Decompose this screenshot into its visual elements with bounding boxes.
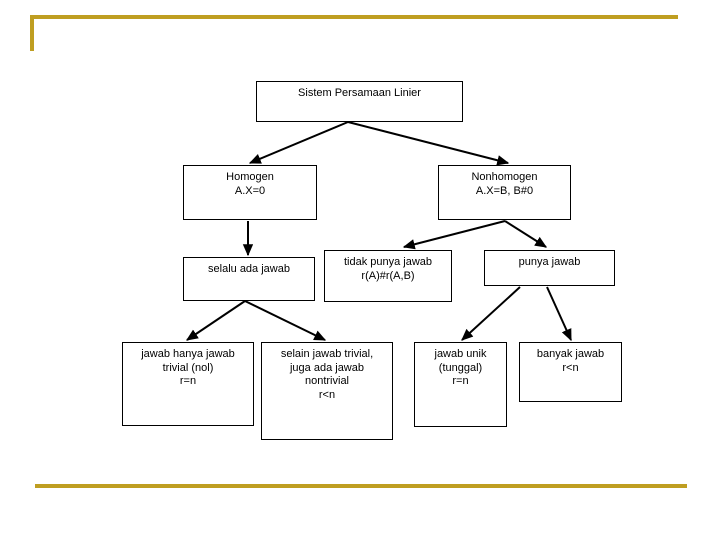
node-selain-jawab-trivial[interactable]: selain jawab trivial, juga ada jawab non… xyxy=(261,342,393,440)
edge-selalu-to-selain-trivial xyxy=(244,300,327,341)
node-homogen[interactable]: Homogen A.X=0 xyxy=(183,165,317,220)
node-nonhomogen[interactable]: Nonhomogen A.X=B, B#0 xyxy=(438,165,571,220)
node-jawab-hanya-trivial[interactable]: jawab hanya jawab trivial (nol) r=n xyxy=(122,342,254,426)
node-selalu-ada-jawab[interactable]: selalu ada jawab xyxy=(183,257,315,301)
node-tidak-punya-jawab[interactable]: tidak punya jawab r(A)#r(A,B) xyxy=(324,250,452,302)
edge-nonhomogen-to-tidak-punya xyxy=(402,220,506,250)
node-banyak-jawab[interactable]: banyak jawab r<n xyxy=(519,342,622,402)
gold-rule-top xyxy=(30,15,678,19)
edge-punya-to-unik xyxy=(461,286,521,341)
edge-root-to-nonhomogen xyxy=(347,121,510,166)
edge-nonhomogen-to-punya xyxy=(504,220,548,248)
gold-rule-bottom xyxy=(35,484,687,488)
node-punya-jawab[interactable]: punya jawab xyxy=(484,250,615,286)
edge-selalu-to-trivial xyxy=(186,300,246,341)
edge-punya-to-banyak xyxy=(546,286,572,342)
gold-rule-left xyxy=(30,15,34,51)
edge-root-to-homogen xyxy=(248,121,349,164)
node-jawab-unik[interactable]: jawab unik (tunggal) r=n xyxy=(414,342,507,427)
node-sistem-persamaan-linier[interactable]: Sistem Persamaan Linier xyxy=(256,81,463,122)
